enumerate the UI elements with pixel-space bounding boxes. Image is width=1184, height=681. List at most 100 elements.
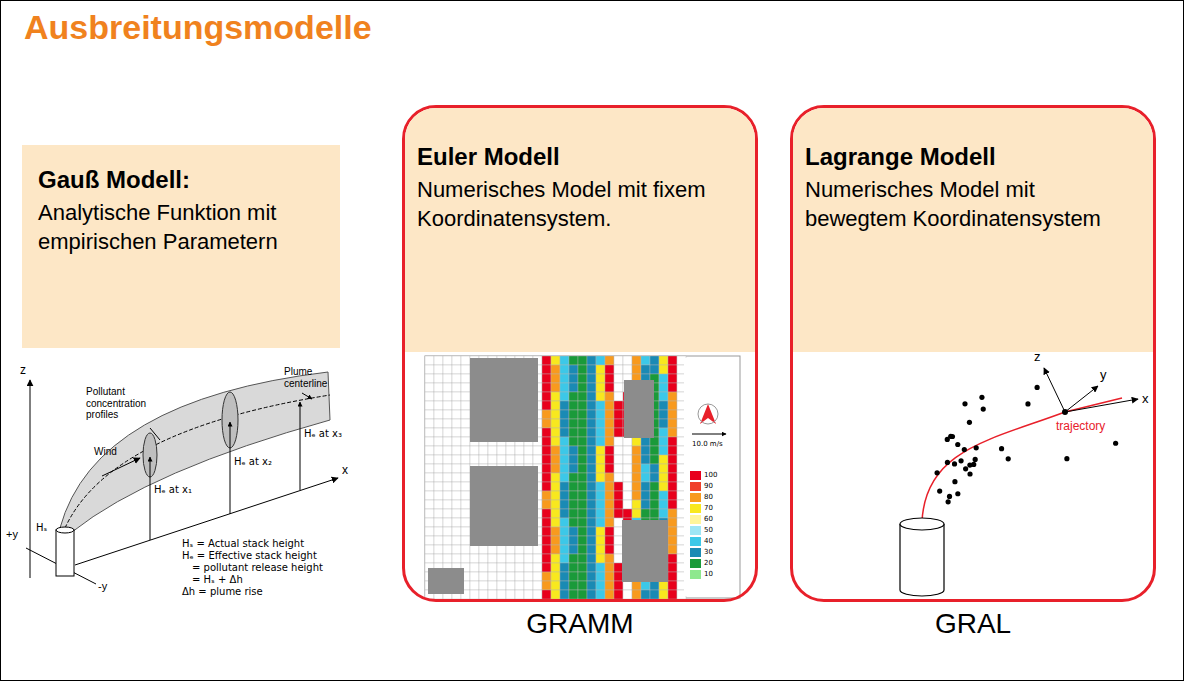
grid-cell <box>443 545 452 554</box>
grid-cell <box>542 356 551 365</box>
grid-cell <box>524 590 533 599</box>
grid-cell <box>569 365 578 374</box>
grid-cell <box>542 518 551 527</box>
grid-cell <box>560 509 569 518</box>
grid-cell <box>452 473 461 482</box>
grid-cell <box>452 518 461 527</box>
model-header: Euler ModellNumerisches Model mit fixem … <box>405 108 755 352</box>
grid-cell <box>434 545 443 554</box>
effective-height-line <box>300 402 301 490</box>
grid-cell <box>497 545 506 554</box>
annotation: Pollutant concentration profiles <box>86 386 166 421</box>
grid-cell <box>569 500 578 509</box>
grid-cell <box>479 590 488 599</box>
grid-cell <box>587 410 596 419</box>
height-label: Hₑ at x₂ <box>234 456 272 468</box>
grid-cell <box>578 356 587 365</box>
grid-cell <box>659 392 668 401</box>
grid-cell <box>632 500 641 509</box>
grid-cell <box>596 545 605 554</box>
grid-cell <box>425 554 434 563</box>
grid-cell <box>569 572 578 581</box>
grid-cell <box>524 455 533 464</box>
grid-cell <box>668 419 677 428</box>
grid-cell <box>659 590 668 599</box>
grid-cell <box>650 437 659 446</box>
grid-cell <box>578 464 587 473</box>
grid-cell <box>443 464 452 473</box>
grid-cell <box>596 509 605 518</box>
grid-cell <box>596 455 605 464</box>
grid-cell <box>605 356 614 365</box>
grid-cell <box>641 590 650 599</box>
legend-entry: 40 <box>690 536 713 546</box>
trajectory-label: trajectory <box>1056 420 1105 434</box>
grid-cell <box>533 446 542 455</box>
grid-cell <box>614 527 623 536</box>
particle <box>950 434 955 439</box>
grid-cell <box>596 491 605 500</box>
grid-cell <box>614 392 623 401</box>
grid-cell <box>587 446 596 455</box>
grid-cell <box>515 581 524 590</box>
grid-cell <box>587 572 596 581</box>
particle <box>945 460 950 465</box>
grid-cell <box>425 518 434 527</box>
plume <box>60 372 330 532</box>
grid-cell <box>632 491 641 500</box>
grid-cell <box>425 365 434 374</box>
grid-cell <box>623 365 632 374</box>
particle <box>1006 456 1011 461</box>
grid-cell <box>668 383 677 392</box>
grid-cell <box>461 374 470 383</box>
grid-cell <box>560 500 569 509</box>
particle <box>955 442 960 447</box>
legend-entry: 50 <box>690 525 713 535</box>
grid-cell <box>560 581 569 590</box>
grid-cell <box>668 545 677 554</box>
grid-cell <box>605 410 614 419</box>
grid-cell <box>434 509 443 518</box>
grid-cell <box>488 455 497 464</box>
grid-cell <box>614 500 623 509</box>
grid-cell <box>569 527 578 536</box>
grid-cell <box>569 581 578 590</box>
grid-cell <box>605 482 614 491</box>
model-box: Gauß Modell:Analytische Funktion mit emp… <box>22 145 340 348</box>
grid-cell <box>623 590 632 599</box>
grid-cell <box>542 401 551 410</box>
particle <box>1025 401 1030 406</box>
grid-cell <box>551 428 560 437</box>
grid-cell <box>668 509 677 518</box>
grid-cell <box>623 464 632 473</box>
legend-text: 20 <box>704 560 713 567</box>
grid-cell <box>551 536 560 545</box>
grid-cell <box>551 572 560 581</box>
grid-cell <box>560 545 569 554</box>
grid-cell <box>443 428 452 437</box>
grid-cell <box>605 527 614 536</box>
grid-cell <box>560 527 569 536</box>
grid-cell <box>587 428 596 437</box>
gauss-figure <box>26 372 338 584</box>
grid-cell <box>596 464 605 473</box>
grid-cell <box>542 464 551 473</box>
grid-cell <box>560 563 569 572</box>
grid-cell <box>560 383 569 392</box>
grid-cell <box>506 554 515 563</box>
grid-cell <box>614 401 623 410</box>
grid-cell <box>614 410 623 419</box>
grid-cell <box>587 581 596 590</box>
grid-cell <box>596 374 605 383</box>
grid-cell <box>659 419 668 428</box>
grid-cell <box>632 446 641 455</box>
grid-cell <box>659 482 668 491</box>
grid-cell <box>587 527 596 536</box>
grid-cell <box>641 464 650 473</box>
grid-cell <box>542 374 551 383</box>
grid-cell <box>560 365 569 374</box>
grid-cell <box>659 473 668 482</box>
leader-line <box>302 393 312 399</box>
grid-cell <box>668 473 677 482</box>
grid-cell <box>461 518 470 527</box>
